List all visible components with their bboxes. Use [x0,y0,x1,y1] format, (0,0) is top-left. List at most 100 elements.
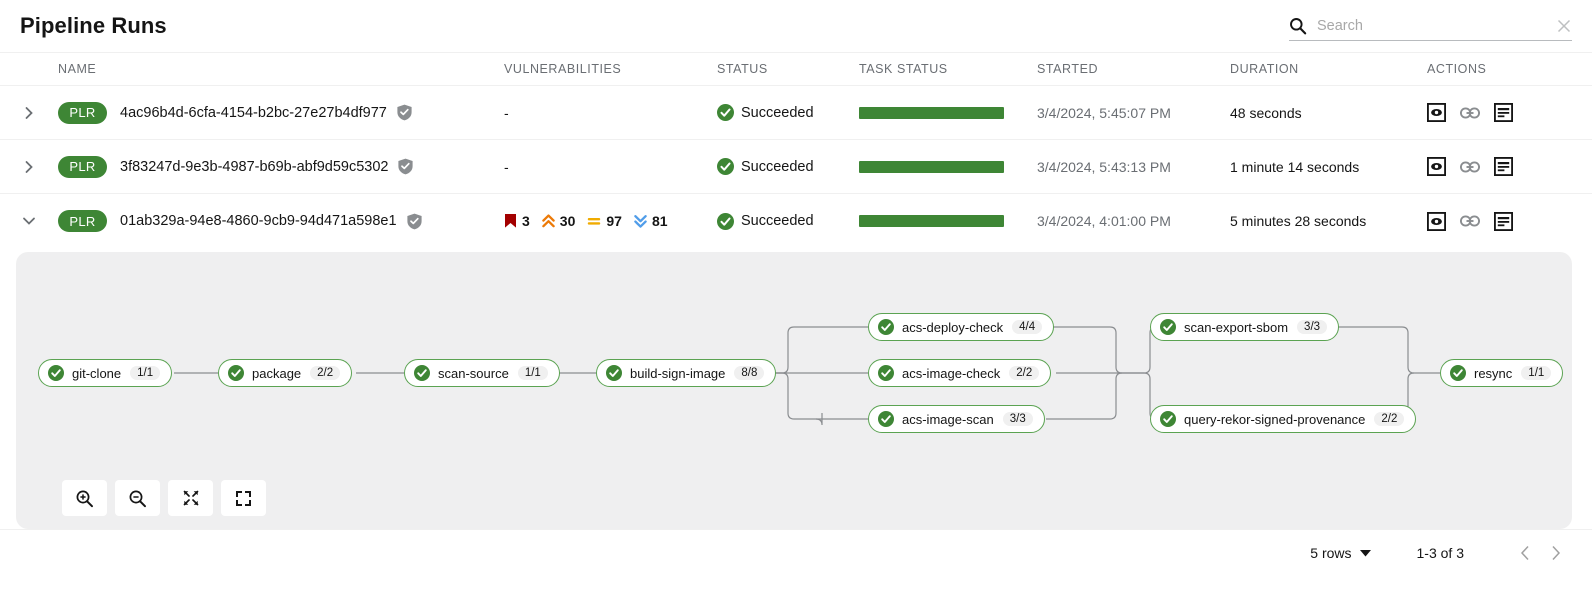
task-status-bar [859,160,1004,173]
check-circle-icon [228,365,244,381]
table-body: PLR 4ac96b4d-6cfa-4154-b2bc-27e27b4df977 -… [0,86,1592,248]
logs-action-button[interactable] [1494,211,1513,231]
table-row[interactable]: PLR 3f83247d-9e3b-4987-b69b-abf9d59c5302 -… [0,140,1592,194]
collapse-chevron-icon[interactable] [22,214,36,228]
logs-icon [1494,157,1513,176]
zoom-out-icon [129,490,146,507]
node-label: query-rekor-signed-provenance [1184,411,1366,427]
task-status-bar [859,106,1004,119]
vulnerability-count: 81 [651,213,668,229]
run-name-label[interactable]: 4ac96b4d-6cfa-4154-b2bc-27e27b4df977 [120,104,387,121]
link-action-button[interactable] [1460,160,1480,174]
zoom-in-button[interactable] [62,480,107,516]
column-header-vulnerabilities: VULNERABILITIES [504,62,622,76]
chevron-right-icon [1551,545,1560,561]
node-status-icon [414,365,430,381]
signed-shield-icon [397,104,412,121]
row-expand-toggle[interactable] [0,106,58,120]
check-circle-icon [717,212,734,230]
run-type-badge: PLR [58,155,107,178]
node-label: scan-export-sbom [1184,319,1289,335]
table-row[interactable]: PLR 01ab329a-94e8-4860-9cb9-94d471a598e1 3… [0,194,1592,248]
run-type-badge: PLR [58,210,107,232]
clear-search-icon[interactable] [1556,18,1572,34]
node-task-count: 2/2 [1374,412,1405,426]
duration-cell: 48 seconds [1230,104,1302,121]
search-box[interactable] [1289,11,1572,41]
link-action-button[interactable] [1460,106,1480,120]
vulnerability-empty: - [504,158,509,175]
vulnerabilities-cell: - [504,105,717,121]
row-expand-toggle[interactable] [0,214,58,228]
fullscreen-button[interactable] [221,480,266,516]
expand-chevron-icon[interactable] [22,106,36,120]
node-task-count: 4/4 [1012,320,1043,334]
severity-moderate-icon [588,218,601,225]
signed-shield-icon [397,158,414,175]
node-label: package [252,365,302,381]
logs-action-button[interactable] [1494,103,1513,122]
logs-action-button[interactable] [1494,157,1513,176]
link-icon [1460,215,1480,227]
run-name-cell[interactable]: PLR 01ab329a-94e8-4860-9cb9-94d471a598e1 [58,210,504,232]
table-row[interactable]: PLR 4ac96b4d-6cfa-4154-b2bc-27e27b4df977 -… [0,86,1592,140]
zoom-in-icon [76,490,93,507]
search-icon [1289,17,1307,35]
logs-icon [1494,103,1513,122]
vulnerability-count: 97 [606,213,622,229]
check-circle-icon [48,365,64,381]
page-header: Pipeline Runs [0,0,1592,52]
vulnerability-critical: 3 [504,213,530,229]
graph-node-query-rekor-signed-provenance[interactable]: query-rekor-signed-provenance 2/2 [1150,405,1417,433]
actions-cell [1427,157,1592,176]
node-label: git-clone [72,365,122,381]
graph-node-package[interactable]: package 2/2 [218,359,353,387]
vulnerabilities-cell: 3 30 97 81 [504,213,717,229]
run-name-label[interactable]: 01ab329a-94e8-4860-9cb9-94d471a598e1 [120,213,397,229]
node-status-icon [878,319,894,335]
run-name-cell[interactable]: PLR 3f83247d-9e3b-4987-b69b-abf9d59c5302 [58,155,504,178]
vulnerability-summary: 3 30 97 81 [504,213,717,229]
column-header-duration: DURATION [1230,62,1299,76]
eye-action-button[interactable] [1427,211,1446,231]
search-input[interactable] [1317,17,1556,34]
chevron-down-icon [1359,549,1371,556]
run-name-label[interactable]: 3f83247d-9e3b-4987-b69b-abf9d59c5302 [120,158,389,175]
run-name-cell[interactable]: PLR 4ac96b4d-6cfa-4154-b2bc-27e27b4df977 [58,101,504,124]
node-status-icon [1160,411,1176,427]
duration-cell: 5 minutes 28 seconds [1230,213,1367,229]
node-task-count: 2/2 [310,366,341,380]
vulnerabilities-cell: - [504,159,717,175]
check-circle-icon [414,365,430,381]
vulnerability-count: 30 [559,213,576,229]
graph-controls [62,480,266,516]
zoom-out-button[interactable] [115,480,160,516]
next-page-button[interactable] [1540,538,1570,568]
eye-action-button[interactable] [1427,157,1446,176]
vulnerability-important: 30 [542,213,576,229]
fit-to-view-button[interactable] [168,480,213,516]
rows-per-page-select[interactable]: 5 rows [1310,545,1371,561]
eye-action-button[interactable] [1427,103,1446,122]
node-status-icon [48,365,64,381]
node-label: build-sign-image [630,365,726,381]
expand-chevron-icon[interactable] [22,160,36,174]
vulnerability-low: 81 [634,213,668,229]
vulnerability-empty: - [504,104,509,121]
task-status-cell [859,106,1037,119]
link-action-button[interactable] [1460,214,1480,228]
signed-shield-icon [406,213,423,230]
row-expand-toggle[interactable] [0,160,58,174]
severity-important-icon [542,214,555,228]
previous-page-button[interactable] [1510,538,1540,568]
run-type-badge: PLR [58,101,107,124]
